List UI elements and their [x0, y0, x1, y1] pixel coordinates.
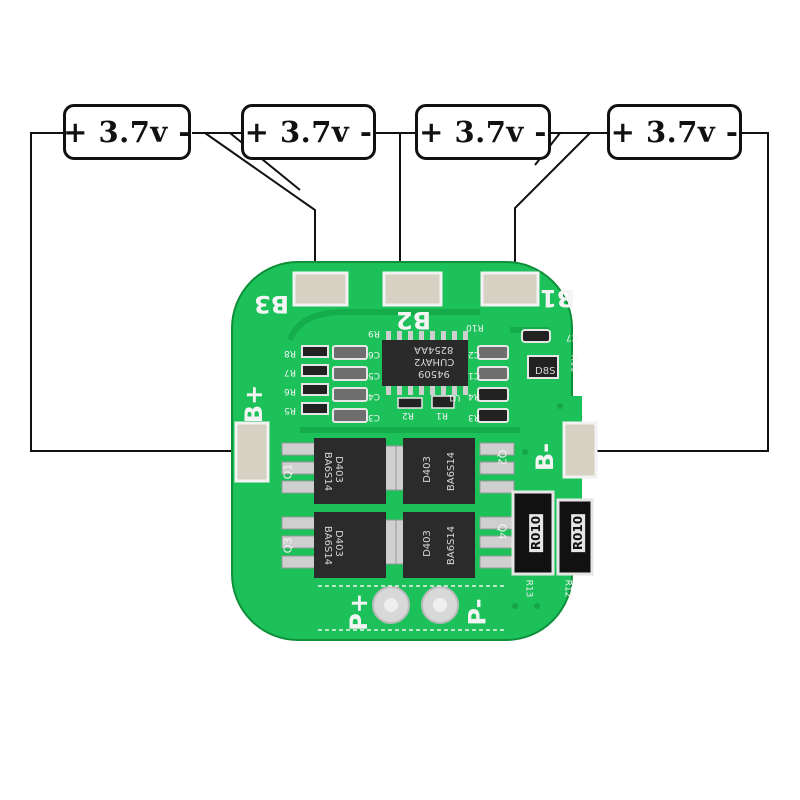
- label-q3: Q3: [281, 537, 295, 554]
- shunt-2-marking: R010: [571, 513, 586, 553]
- ic-marking-1: 8254AA: [414, 344, 454, 355]
- label-r5: R5: [284, 405, 296, 415]
- label-b-plus: B+: [240, 384, 269, 424]
- label-q1: Q1: [281, 463, 295, 480]
- label-b2: B2: [396, 306, 431, 334]
- label-d8s: D8S: [535, 366, 556, 377]
- pad-b1: [480, 271, 540, 307]
- mosfet-q4-marking-2: BA6S14: [446, 525, 458, 566]
- label-c3: C3: [368, 412, 381, 422]
- mosfet-q2: [403, 438, 475, 504]
- label-r3: R3: [468, 412, 480, 422]
- label-r13: R13: [523, 579, 534, 598]
- ic-marking-2: CUHAY2: [414, 356, 455, 367]
- mosfet-q1: [314, 438, 386, 504]
- mosfet-q2-marking-1: D403: [421, 456, 433, 483]
- label-q2: Q2: [495, 449, 509, 466]
- label-r4: R4: [468, 391, 480, 401]
- ic-marking-3: 94509: [418, 368, 450, 379]
- label-r12: R12: [562, 579, 573, 598]
- label-p-plus: P+: [344, 593, 373, 631]
- label-u1: U1: [448, 392, 461, 402]
- label-r7: R7: [284, 367, 296, 377]
- label-r9: R9: [368, 328, 380, 338]
- mosfet-q1-marking-1: D403: [332, 456, 344, 483]
- cell-label-1: + 3.7v -: [63, 104, 191, 160]
- label-c5: C5: [368, 370, 381, 380]
- pad-b-minus: [562, 421, 598, 479]
- mosfet-q2-marking-2: BA6S14: [446, 451, 458, 492]
- label-r1: R1: [436, 410, 448, 420]
- pad-b2: [382, 271, 443, 307]
- label-r8: R8: [284, 348, 296, 358]
- label-c7: C7: [566, 332, 579, 342]
- mosfet-q4-marking-1: D403: [421, 530, 433, 557]
- label-r11: R11: [568, 354, 579, 373]
- label-c2: C2: [468, 349, 481, 359]
- label-r10: R10: [466, 322, 484, 332]
- cell-label-2: + 3.7v -: [241, 104, 376, 160]
- wire-b-plus: [30, 132, 255, 452]
- label-q4: Q4: [495, 523, 509, 540]
- label-r2: R2: [402, 410, 414, 420]
- label-b1: B1: [540, 284, 575, 312]
- cell-label-3: + 3.7v -: [415, 104, 551, 160]
- mosfet-q3: [314, 512, 386, 578]
- label-r6: R6: [284, 386, 296, 396]
- pad-b3: [292, 271, 349, 307]
- mosfet-q1-marking-2: BA6S14: [322, 451, 334, 492]
- label-b-minus: B-: [531, 442, 560, 472]
- wire-b-minus: [578, 132, 769, 452]
- pad-b-plus: [234, 421, 270, 483]
- mosfet-q3-marking-2: BA6S14: [322, 525, 334, 566]
- shunt-1-marking: R010: [529, 513, 544, 553]
- protection-ic: [382, 340, 468, 386]
- cell-label-4: + 3.7v -: [607, 104, 742, 160]
- label-c1: C1: [468, 370, 481, 380]
- label-c4: C4: [368, 391, 381, 401]
- mosfet-q4: [403, 512, 475, 578]
- label-b3: B3: [254, 290, 289, 318]
- label-p-minus: P-: [463, 598, 492, 626]
- mosfet-q3-marking-1: D403: [332, 530, 344, 557]
- label-c6: C6: [368, 349, 381, 359]
